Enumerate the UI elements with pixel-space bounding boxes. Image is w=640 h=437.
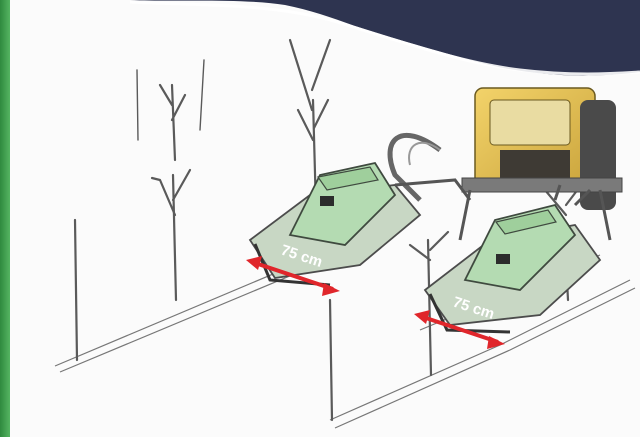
mulcher-machine-left — [248, 161, 472, 287]
dimension-arrow-right — [414, 310, 505, 349]
tractor — [387, 87, 623, 241]
dimension-arrow-left — [246, 256, 340, 296]
top-banner-wave — [130, 0, 640, 76]
left-green-band — [0, 0, 10, 437]
